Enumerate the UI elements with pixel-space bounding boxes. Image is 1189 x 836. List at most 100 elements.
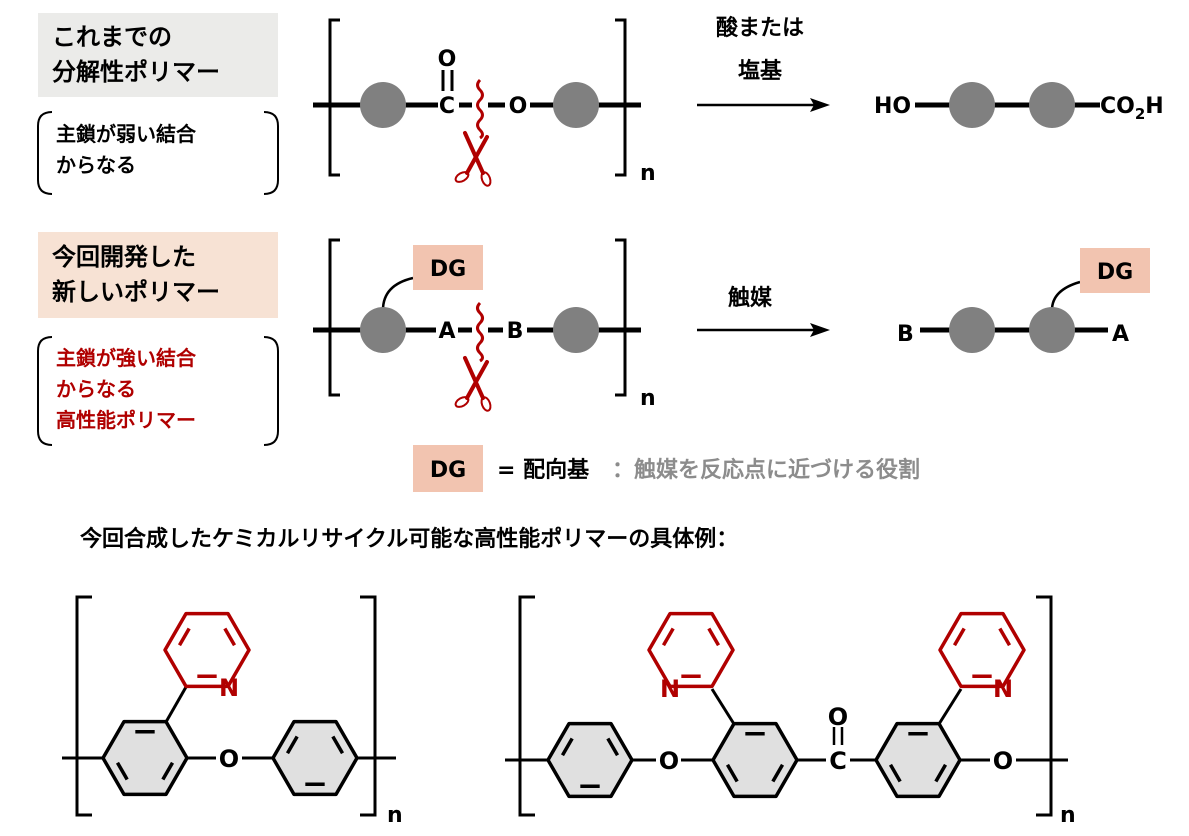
right-bracket <box>615 18 627 177</box>
new-polymer-title-2: 新しいポリマー <box>52 278 220 306</box>
new-polymer-label-box <box>38 232 278 318</box>
arrow-head-icon <box>810 98 830 112</box>
right-paren <box>263 336 279 446</box>
carbon-atom: C <box>439 94 455 119</box>
dg-legend: DG = 配向基 ：触媒を反応点に近づける役割 <box>413 445 920 492</box>
dg-label: DG <box>430 458 466 483</box>
right-bracket <box>615 238 627 397</box>
right-paren <box>263 111 279 195</box>
cleavage-wavy-line <box>476 301 484 363</box>
pyridine-nitrogen: N <box>993 675 1013 703</box>
double-bond <box>177 627 191 647</box>
new-polymer-title-1: 今回開発した <box>52 243 196 271</box>
dg-label: DG <box>1097 260 1133 285</box>
benzene-ring <box>711 721 799 799</box>
left-paren <box>37 336 53 446</box>
right-bracket <box>1036 595 1053 817</box>
double-bond <box>223 627 237 647</box>
old-polymer-structure: O C O n <box>313 18 656 187</box>
repeat-n: n <box>1060 803 1076 828</box>
double-bond <box>952 627 966 647</box>
conditions-line-1: 酸または <box>716 16 804 41</box>
repeat-n: n <box>640 161 656 186</box>
ring-outline <box>647 611 735 689</box>
ring-outline <box>163 611 251 689</box>
atom-a: A <box>438 319 455 344</box>
old-polymer-note-2: からなる <box>56 153 136 177</box>
old-polymer-note-1: 主鎖が弱い結合 <box>56 122 197 146</box>
double-bond <box>771 763 785 783</box>
monomer-node <box>1029 307 1075 353</box>
monomer-node <box>360 307 406 353</box>
monomer-node <box>553 82 599 128</box>
new-polymer-note-1: 主鎖が強い結合 <box>56 346 197 370</box>
bond <box>937 688 963 725</box>
pyridine-nitrogen: N <box>660 675 680 703</box>
pyridine-ring <box>938 611 1026 689</box>
old-polymer-label-box <box>38 13 278 97</box>
ether-oxygen: O <box>659 747 679 775</box>
atom-b: B <box>507 319 524 344</box>
double-bond <box>161 761 175 781</box>
arrow-head-icon <box>810 323 830 337</box>
new-reaction-arrow: 触媒 <box>697 285 830 337</box>
new-polymer-note-2: からなる <box>56 377 136 401</box>
dg-linker <box>381 276 414 311</box>
monomer-node <box>360 82 406 128</box>
pyridine-nitrogen: N <box>219 674 239 702</box>
repeat-n: n <box>387 803 403 828</box>
double-bond <box>115 761 129 781</box>
carbonyl-oxygen: O <box>438 47 457 72</box>
monomer-node <box>949 82 995 128</box>
left-bracket <box>328 18 340 177</box>
left-paren <box>37 111 53 195</box>
bond <box>710 688 736 725</box>
monomer-node <box>949 307 995 353</box>
carbonyl-carbon: C <box>829 747 847 775</box>
right-bracket <box>360 595 377 817</box>
old-product: HO CO2H <box>874 82 1164 128</box>
double-bond <box>285 735 299 755</box>
dg-label: DG <box>430 257 466 282</box>
dg-description: ：触媒を反応点に近づける役割 <box>612 457 920 483</box>
double-bond <box>560 737 574 757</box>
conditions-line-2: 塩基 <box>738 58 783 84</box>
cleavage-wavy-line <box>476 78 484 140</box>
double-bond <box>707 627 721 647</box>
ring-outline <box>938 611 1026 689</box>
new-polymer-note-3: 高性能ポリマー <box>56 408 196 432</box>
double-bond <box>888 763 902 783</box>
product-a: A <box>1112 322 1129 347</box>
dg-box <box>413 245 483 290</box>
new-product: B DG A <box>897 248 1150 353</box>
double-bond <box>725 763 739 783</box>
monomer-node <box>553 307 599 353</box>
old-polymer-title-1: これまでの <box>52 23 172 51</box>
product-co2h: CO2H <box>1100 94 1164 123</box>
example-polymer-2: O C O O N N n <box>505 595 1076 828</box>
double-bond <box>934 763 948 783</box>
ether-oxygen: O <box>219 745 239 773</box>
benzene-ring <box>271 719 359 797</box>
benzene-ring <box>101 719 189 797</box>
ester-oxygen: O <box>509 94 528 119</box>
repeat-n: n <box>640 386 656 411</box>
example-polymer-1: O N n <box>62 595 403 828</box>
product-ho: HO <box>874 94 911 119</box>
left-bracket <box>328 238 340 397</box>
left-bracket <box>518 595 535 817</box>
catalyst-label: 触媒 <box>728 285 773 311</box>
benzene-ring <box>546 721 634 799</box>
double-bond <box>606 737 620 757</box>
carbonyl-oxygen: O <box>828 703 848 731</box>
product-b: B <box>897 322 914 347</box>
monomer-node <box>1029 82 1075 128</box>
bond <box>164 686 188 723</box>
pyridine-ring <box>647 611 735 689</box>
new-polymer-structure: DG A B n <box>313 238 656 412</box>
dg-linker <box>1050 280 1081 311</box>
dg-definition: = 配向基 <box>497 457 590 483</box>
double-bond <box>661 627 675 647</box>
examples-heading: 今回合成したケミカルリサイクル可能な高性能ポリマーの具体例： <box>80 526 738 552</box>
